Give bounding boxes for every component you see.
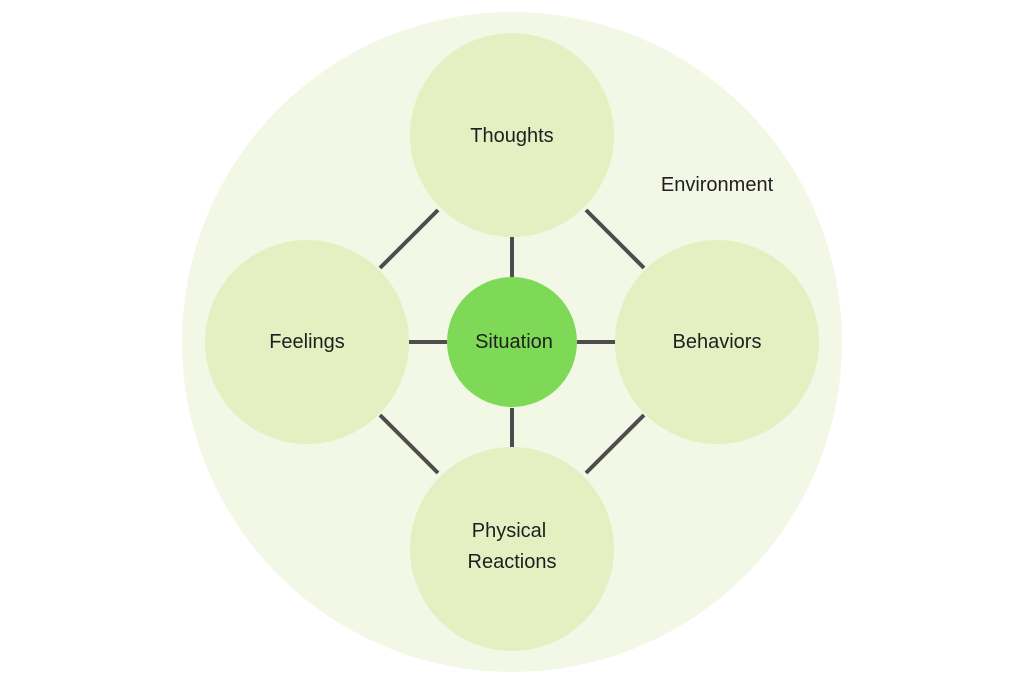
thoughts-label: Thoughts [470,125,553,147]
connector-feelings-physical [378,413,440,475]
physical-reactions-label-line2: Reactions [468,551,557,573]
behaviors-node [615,240,819,444]
connectors [378,208,646,475]
environment-label: Environment [661,174,774,196]
feelings-node [205,240,409,444]
feelings-label: Feelings [269,331,345,353]
connector-behaviors-physical [584,413,646,475]
situation-label: Situation [475,331,553,353]
physical-reactions-node [410,447,614,651]
connector-thoughts-feelings [378,208,440,270]
physical-reactions-label-line1: Physical [472,520,546,542]
connector-thoughts-behaviors [584,208,646,270]
thoughts-node [410,33,614,237]
situation-node [447,277,577,407]
behaviors-label: Behaviors [673,331,762,353]
